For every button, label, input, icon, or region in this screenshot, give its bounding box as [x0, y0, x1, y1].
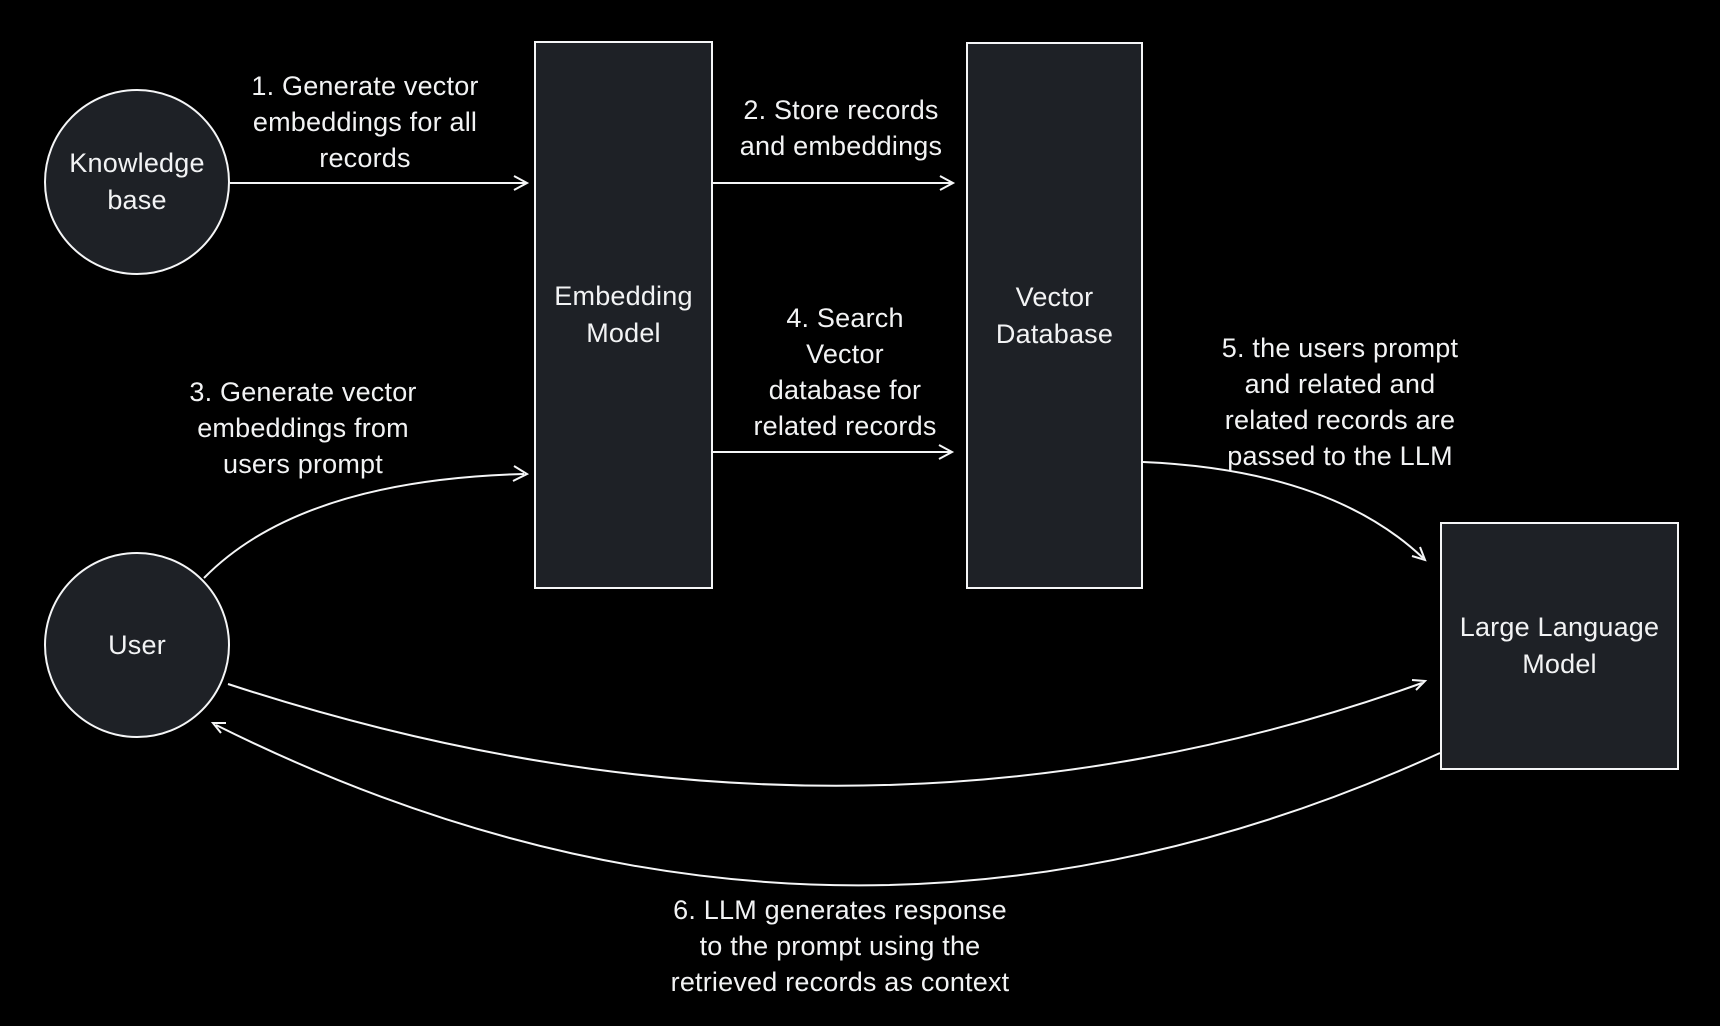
arrow-step5-curve: [1142, 461, 1424, 559]
arrow-step6-head: [210, 722, 226, 734]
step-2-label: 2. Store records and embeddings: [739, 95, 943, 161]
arrow-step3-curve: [203, 473, 525, 579]
vector-database-node: Vector Database: [966, 42, 1143, 589]
arrow-step2-head: [939, 175, 956, 191]
llm-label: Large Language Model: [1459, 612, 1660, 679]
vector-database-label: Vector Database: [995, 281, 1114, 349]
step-4-label: 4. Search Vector database for related re…: [753, 303, 937, 441]
llm-node: Large Language Model: [1440, 522, 1679, 770]
arrow-user-to-llm-head: [1411, 679, 1428, 691]
user-label: User: [108, 629, 166, 660]
arrow-step4-head: [938, 444, 955, 460]
step-6-label: 6. LLM generates response to the prompt …: [670, 895, 1010, 997]
step-1-label: 1. Generate vector embeddings for all re…: [251, 71, 479, 173]
arrow-step6-curve: [215, 724, 1441, 887]
knowledge-base-node: Knowledge base: [44, 89, 230, 275]
arrow-user-to-llm-curve: [227, 682, 1423, 787]
embedding-model-label: Embedding Model: [554, 281, 693, 348]
user-node: User: [44, 552, 230, 738]
embedding-model-node: Embedding Model: [534, 41, 713, 589]
arrow-step3-head: [512, 465, 530, 482]
knowledge-base-label: Knowledge base: [69, 148, 205, 215]
arrow-step1-head: [513, 175, 530, 191]
step-5-label: 5. the users prompt and related and rela…: [1221, 333, 1459, 471]
arrow-step5-head: [1411, 546, 1427, 562]
step-3-label: 3. Generate vector embeddings from users…: [189, 377, 417, 479]
